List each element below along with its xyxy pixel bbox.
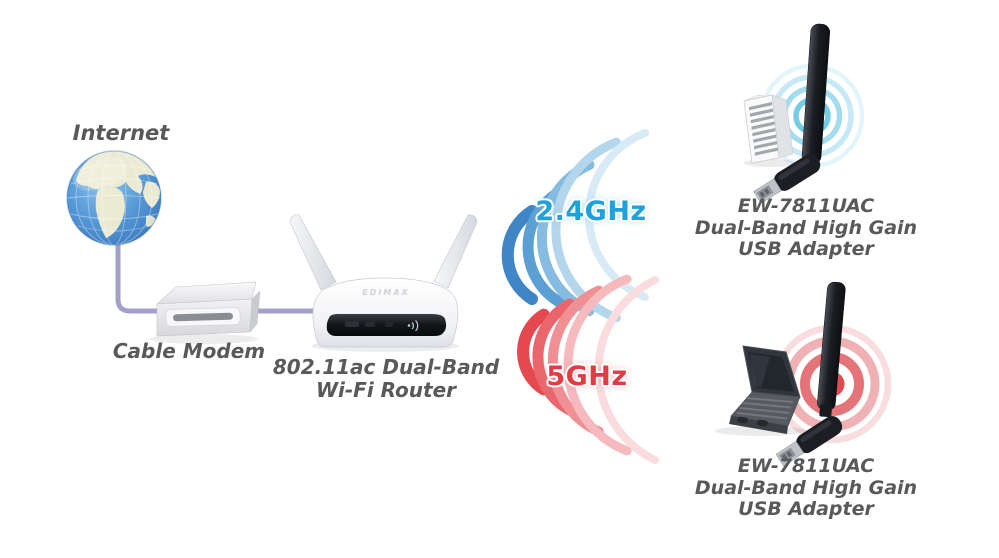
- desktop-adapter-model: EW-7811UAC: [737, 195, 875, 217]
- desktop-adapter-desc2: USB Adapter: [738, 238, 874, 261]
- internet-label: Internet: [72, 121, 170, 145]
- laptop-adapter-desc1: Dual-Band High Gain: [694, 476, 918, 499]
- desktop-adapter-label: EW-7811UAC Dual-Band High Gain USB Adapt…: [686, 195, 926, 261]
- wifi-router-icon: EDIMAX: [289, 214, 478, 352]
- desktop-adapter-desc1: Dual-Band High Gain: [694, 216, 918, 239]
- router-wifi-led-icon: [407, 320, 419, 332]
- cable-modem-icon: [150, 281, 261, 344]
- router-label-line2: Wi-Fi Router: [315, 378, 457, 402]
- band-2-4ghz-badge: 2.4GHz: [535, 196, 647, 227]
- router-brand-text: EDIMAX: [362, 288, 409, 297]
- internet-globe-icon: [66, 150, 162, 246]
- laptop-icon: [715, 345, 805, 436]
- desktop-pc-icon: [743, 94, 796, 167]
- laptop-adapter-model: EW-7811UAC: [737, 455, 875, 477]
- laptop-adapter-label: EW-7811UAC Dual-Band High Gain USB Adapt…: [686, 455, 926, 521]
- router-label: 802.11ac Dual-Band Wi-Fi Router: [266, 356, 506, 402]
- network-cable: [115, 238, 322, 314]
- laptop-adapter-desc2: USB Adapter: [738, 498, 874, 521]
- usb-adapter-antenna-laptop-icon: [775, 281, 846, 467]
- band-5ghz-badge: 5GHz: [546, 361, 628, 392]
- cable-modem-label: Cable Modem: [112, 339, 266, 363]
- signal-waves-5ghz-icon: [517, 274, 659, 464]
- router-label-line1: 802.11ac Dual-Band: [272, 355, 500, 379]
- usb-adapter-antenna-desktop-icon: [753, 23, 830, 204]
